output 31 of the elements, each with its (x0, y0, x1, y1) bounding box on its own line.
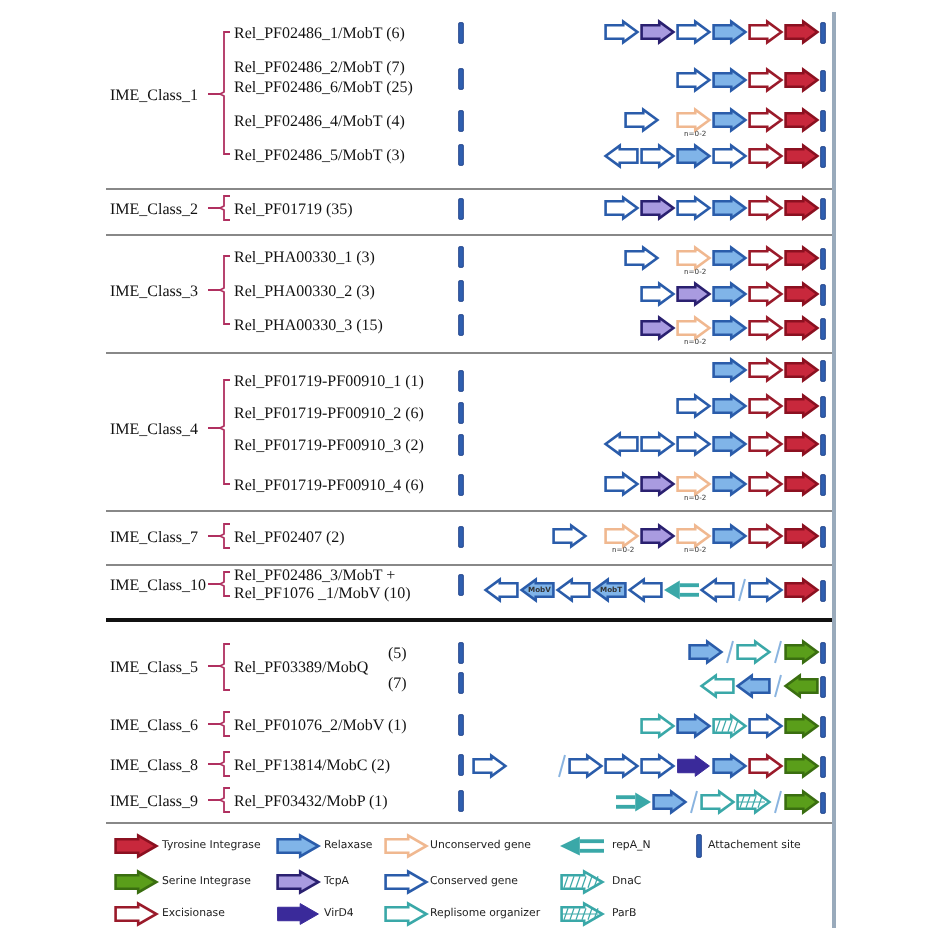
element-label: Rel_PF02486_6/MobT (25) (234, 77, 413, 95)
class-label: IME_Class_10 (110, 575, 206, 593)
element-label: Rel_PF01076_2/MobV (1) (234, 715, 407, 733)
element-label: Rel_PF01719-PF00910_1 (1) (234, 371, 424, 389)
element-label: Rel_PF02486_2/MobT (7) (234, 57, 405, 75)
element-label: Rel_PF01719 (35) (234, 199, 353, 217)
element-label: Rel_PF03389/MobQ (234, 657, 369, 675)
element-label: Rel_PHA00330_1 (3) (234, 247, 375, 265)
class-label: IME_Class_9 (110, 791, 198, 809)
element-label: Rel_PF01719-PF00910_3 (2) (234, 435, 424, 453)
count-label: (5) (388, 643, 407, 661)
element-label: Rel_PF02486_1/MobT (6) (234, 23, 405, 41)
class-label: IME_Class_2 (110, 199, 198, 217)
class-label: IME_Class_7 (110, 527, 198, 545)
class-label: IME_Class_5 (110, 657, 198, 675)
element-label: Rel_PHA00330_3 (15) (234, 315, 383, 333)
class-label: IME_Class_1 (110, 85, 198, 103)
element-label: Rel_PF03432/MobP (1) (234, 791, 388, 809)
element-label: Rel_PF01719-PF00910_2 (6) (234, 403, 424, 421)
element-label: Rel_PF13814/MobC (2) (234, 755, 391, 773)
element-label: Rel_PF01719-PF00910_4 (6) (234, 475, 424, 493)
class-label: IME_Class_6 (110, 715, 198, 733)
class-label: IME_Class_8 (110, 755, 198, 773)
element-label: Rel_PF02486_4/MobT (4) (234, 111, 405, 129)
element-label: Rel_PHA00330_2 (3) (234, 281, 375, 299)
class-label: IME_Class_3 (110, 281, 198, 299)
element-label: Rel_PF02486_5/MobT (3) (234, 145, 405, 163)
element-label: Rel_PF02486_3/MobT + Rel_PF1076 _1/MobV (10) (234, 566, 413, 602)
count-label: (7) (388, 673, 407, 691)
class-label: IME_Class_4 (110, 419, 198, 437)
element-label: Rel_PF02407 (2) (234, 527, 345, 545)
